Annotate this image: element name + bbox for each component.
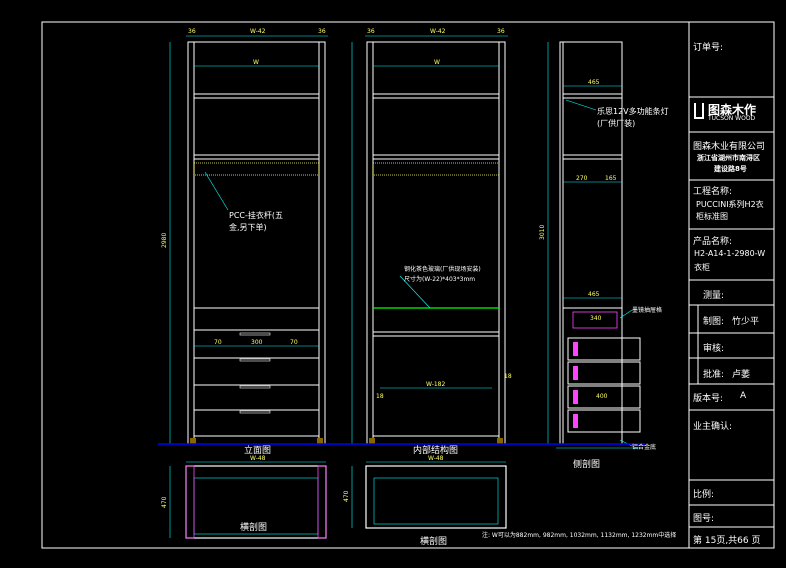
svg-text:W-48: W-48 <box>250 455 266 462</box>
address-line2: 建设路8号 <box>714 165 747 173</box>
svg-text:36: 36 <box>497 28 505 35</box>
svg-text:36: 36 <box>318 28 326 35</box>
svg-text:400: 400 <box>596 393 608 400</box>
brand-name: 图森木作 <box>708 103 757 117</box>
cross-section-right-caption: 横剖图 <box>420 537 448 547</box>
svg-text:470: 470 <box>161 496 168 508</box>
cross-section-right: W-48 470 <box>343 455 507 529</box>
led-light-note-line2: (厂供厂装) <box>597 119 636 128</box>
owner-confirm-label: 业主确认: <box>693 422 733 432</box>
svg-text:3010: 3010 <box>539 225 546 240</box>
hanging-rod-note-line2: 金,另下单) <box>229 223 267 232</box>
svg-text:70: 70 <box>214 339 222 346</box>
product-label: 产品名称: <box>693 237 733 247</box>
internal-view: 36 W-42 36 W W-182 18 18 <box>351 28 512 445</box>
logo-mark-icon <box>694 103 704 119</box>
svg-text:465: 465 <box>588 79 600 86</box>
svg-text:36: 36 <box>367 28 375 35</box>
order-no-label: 订单号: <box>693 43 724 53</box>
svg-text:2980: 2980 <box>161 233 168 248</box>
svg-text:465: 465 <box>588 291 600 298</box>
drawing-no-label: 图号: <box>693 514 715 524</box>
bottom-note: 注: W可以为882mm, 982mm, 1032mm, 1132mm, 123… <box>482 532 677 539</box>
svg-text:W-48: W-48 <box>428 455 444 462</box>
project-label: 工程名称: <box>693 187 733 197</box>
svg-text:340: 340 <box>590 315 602 322</box>
svg-text:18: 18 <box>376 393 384 400</box>
front-elevation: 36 W-42 36 W 70 300 70 2980 <box>161 28 328 445</box>
cross-section-left: W-48 470 <box>161 455 327 539</box>
sheet-border <box>41 21 775 549</box>
scale-label: 比例: <box>693 490 715 500</box>
side-label-bottom: 铝合金底 <box>632 444 657 451</box>
svg-text:W-42: W-42 <box>250 28 266 35</box>
svg-text:300: 300 <box>251 339 263 346</box>
svg-text:W-182: W-182 <box>426 381 445 388</box>
version-value: A <box>740 391 747 401</box>
product-value-line1: H2-A14-1-2980-W <box>694 249 766 258</box>
approve-value: 卢萎 <box>732 370 751 380</box>
drawn-value: 竹少平 <box>732 317 760 327</box>
review-label: 审核: <box>703 344 725 354</box>
svg-text:270: 270 <box>576 175 588 182</box>
drawn-label: 制图: <box>703 317 725 327</box>
glass-note-line1: 钢化茶色玻璃(厂供现场安装) <box>404 266 481 273</box>
measure-label: 测量: <box>703 291 725 301</box>
svg-text:470: 470 <box>343 490 350 502</box>
approve-label: 批准: <box>703 370 725 380</box>
cross-section-left-caption: 横剖图 <box>240 523 268 533</box>
side-label-top: 墨镜抽屉格 <box>632 307 663 314</box>
brand-logo: 图森木作 TUCSON WOOD <box>694 101 772 127</box>
project-value-line2: 柜标准图 <box>696 212 728 221</box>
svg-text:W: W <box>253 59 259 66</box>
svg-text:18: 18 <box>504 373 512 380</box>
svg-text:165: 165 <box>605 175 617 182</box>
hanging-rod-note-line1: PCC-挂衣杆(五 <box>229 211 284 220</box>
svg-text:70: 70 <box>290 339 298 346</box>
page-info: 第 15页,共66 页 <box>693 536 761 546</box>
address-line1: 浙江省湖州市南浔区 <box>697 154 760 162</box>
product-value-line2: 衣柜 <box>694 263 710 272</box>
glass-note-line2: 尺寸为(W-22)*403*3mm <box>404 276 476 283</box>
side-view-caption: 侧剖图 <box>573 460 601 470</box>
internal-view-caption: 内部结构图 <box>413 446 459 456</box>
company-name: 图森木业有限公司 <box>693 142 766 152</box>
brand-sub: TUCSON WOOD <box>708 115 756 122</box>
front-view-caption: 立面图 <box>244 446 272 456</box>
version-label: 版本号: <box>693 394 724 404</box>
led-light-note-line1: 乐思12V多功能条灯 <box>597 107 669 116</box>
project-value-line1: PUCCINI系列H2衣 <box>696 200 764 209</box>
svg-text:W-42: W-42 <box>430 28 446 35</box>
svg-text:W: W <box>434 59 440 66</box>
side-section: 465 270 165 465 340 400 3010 <box>539 41 641 449</box>
svg-text:36: 36 <box>188 28 196 35</box>
